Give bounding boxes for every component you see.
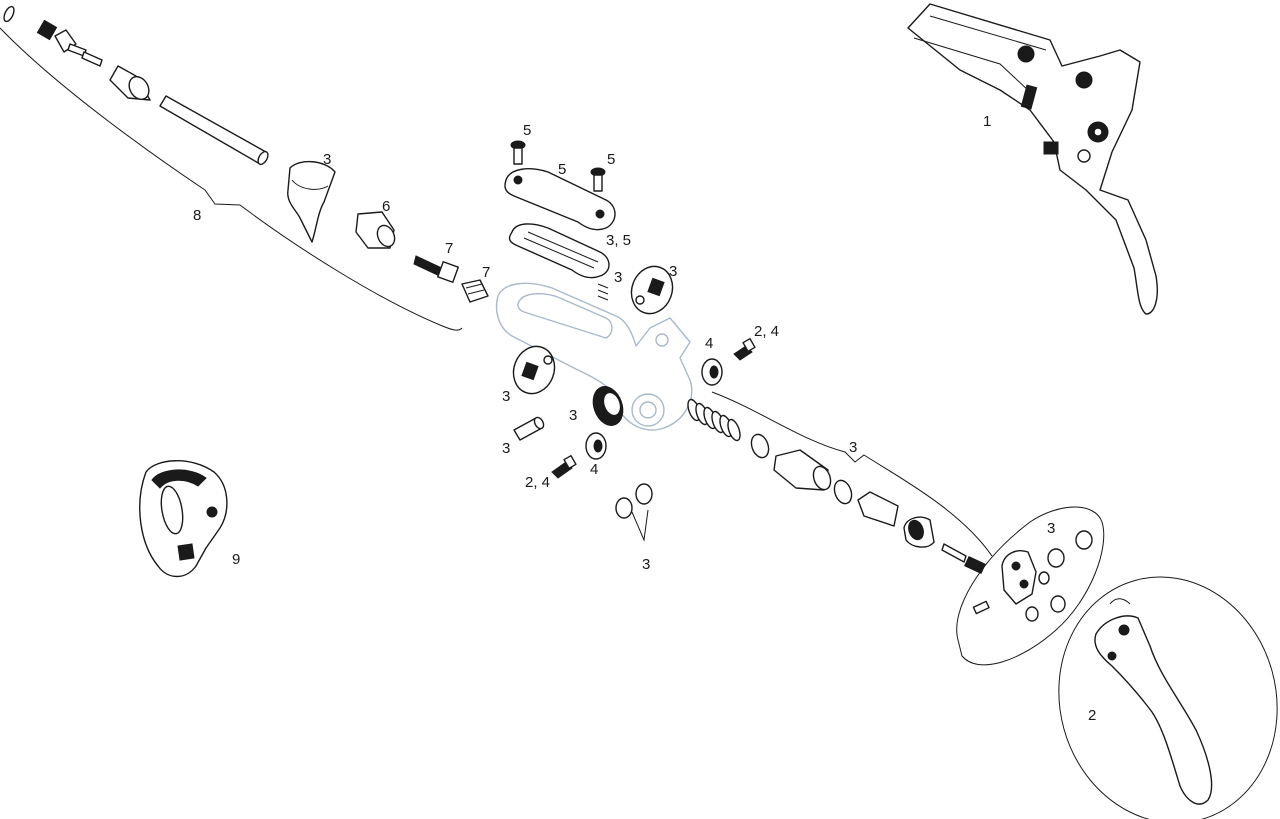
handlebar-clamp [139, 460, 228, 578]
small-spring [597, 283, 609, 301]
piston-cup [833, 479, 853, 505]
cap-screw-right [590, 167, 606, 192]
hose-barb-fitting [36, 19, 103, 67]
callout-1: 1 [983, 113, 991, 130]
pivot-bolt-upper [733, 337, 756, 361]
reservoir-cap-group [504, 140, 616, 279]
reach-adjust-knob-upper [630, 265, 674, 315]
callout-2-4-upper: 2, 4 [754, 323, 779, 340]
compression-nut [355, 211, 396, 249]
pivot-bolt-lower [551, 454, 577, 479]
callout-3-gear: 3 [569, 407, 577, 424]
small-parts-group [956, 506, 1105, 666]
piston-sleeve [857, 491, 899, 527]
callout-4-lower: 4 [590, 461, 598, 478]
callout-3-piston-group: 3 [849, 439, 857, 456]
callout-4-upper: 4 [705, 335, 713, 352]
callout-8: 8 [193, 207, 201, 224]
o-ring [3, 5, 15, 23]
bleed-grommet [461, 279, 489, 303]
piston-seal [750, 433, 770, 459]
bushing-a [1047, 548, 1065, 568]
callout-labels: 1 2 3 3 3 3 3 3 3 3 3 3, 5 4 4 2, 4 2, 4… [193, 113, 1096, 724]
bleed-screw [413, 255, 459, 283]
piston-cap [903, 516, 935, 548]
callout-3-upper: 3 [669, 263, 677, 280]
reservoir-diaphragm [508, 223, 610, 279]
master-cylinder-body [495, 282, 693, 431]
callout-5-right: 5 [607, 151, 615, 168]
pivot-pin [513, 416, 545, 441]
cap-screw-left [510, 140, 526, 165]
callout-3-cap: 3 [614, 269, 622, 286]
callout-7-right: 7 [482, 264, 490, 281]
small-pin [972, 600, 990, 615]
callout-3-bushings: 3 [642, 556, 650, 573]
hose-fitting-group [0, 5, 463, 331]
bushing-d [1025, 606, 1039, 622]
contact-adjust-gear [592, 386, 624, 426]
callout-3-5: 3, 5 [606, 232, 631, 249]
reach-adjust-knob-left [512, 345, 556, 395]
bushing-b [1075, 530, 1093, 550]
callout-2-4-lower: 2, 4 [525, 474, 550, 491]
callout-2: 2 [1088, 707, 1096, 724]
hose-clip-sleeve [287, 161, 336, 243]
reservoir-cap [504, 168, 616, 231]
push-rod [941, 543, 986, 574]
callout-5-mid: 5 [558, 161, 566, 178]
bearing-lower [585, 432, 607, 460]
return-spring [687, 398, 741, 442]
callout-3-small-parts: 3 [1047, 520, 1055, 537]
bushing-pair [615, 483, 653, 542]
bushing-c [1050, 595, 1066, 613]
assembled-brake-lever [907, 3, 1158, 315]
callout-3-left-upper: 3 [502, 388, 510, 405]
callout-9: 9 [232, 551, 240, 568]
callout-7-left: 7 [445, 240, 453, 257]
bushing-e [1038, 571, 1050, 585]
bearing-upper [701, 358, 723, 386]
cam-block [1001, 550, 1037, 605]
compression-sleeve [109, 65, 151, 101]
callout-6: 6 [382, 198, 390, 215]
callout-3-pin: 3 [502, 440, 510, 457]
lever-blade [1094, 615, 1213, 805]
callout-3-sleeve: 3 [323, 151, 331, 168]
callout-5-left: 5 [523, 122, 531, 139]
hose-group-bracket [0, 27, 463, 331]
hose-section [159, 95, 269, 166]
lever-blade-group [1058, 576, 1278, 819]
piston-group [711, 391, 993, 574]
